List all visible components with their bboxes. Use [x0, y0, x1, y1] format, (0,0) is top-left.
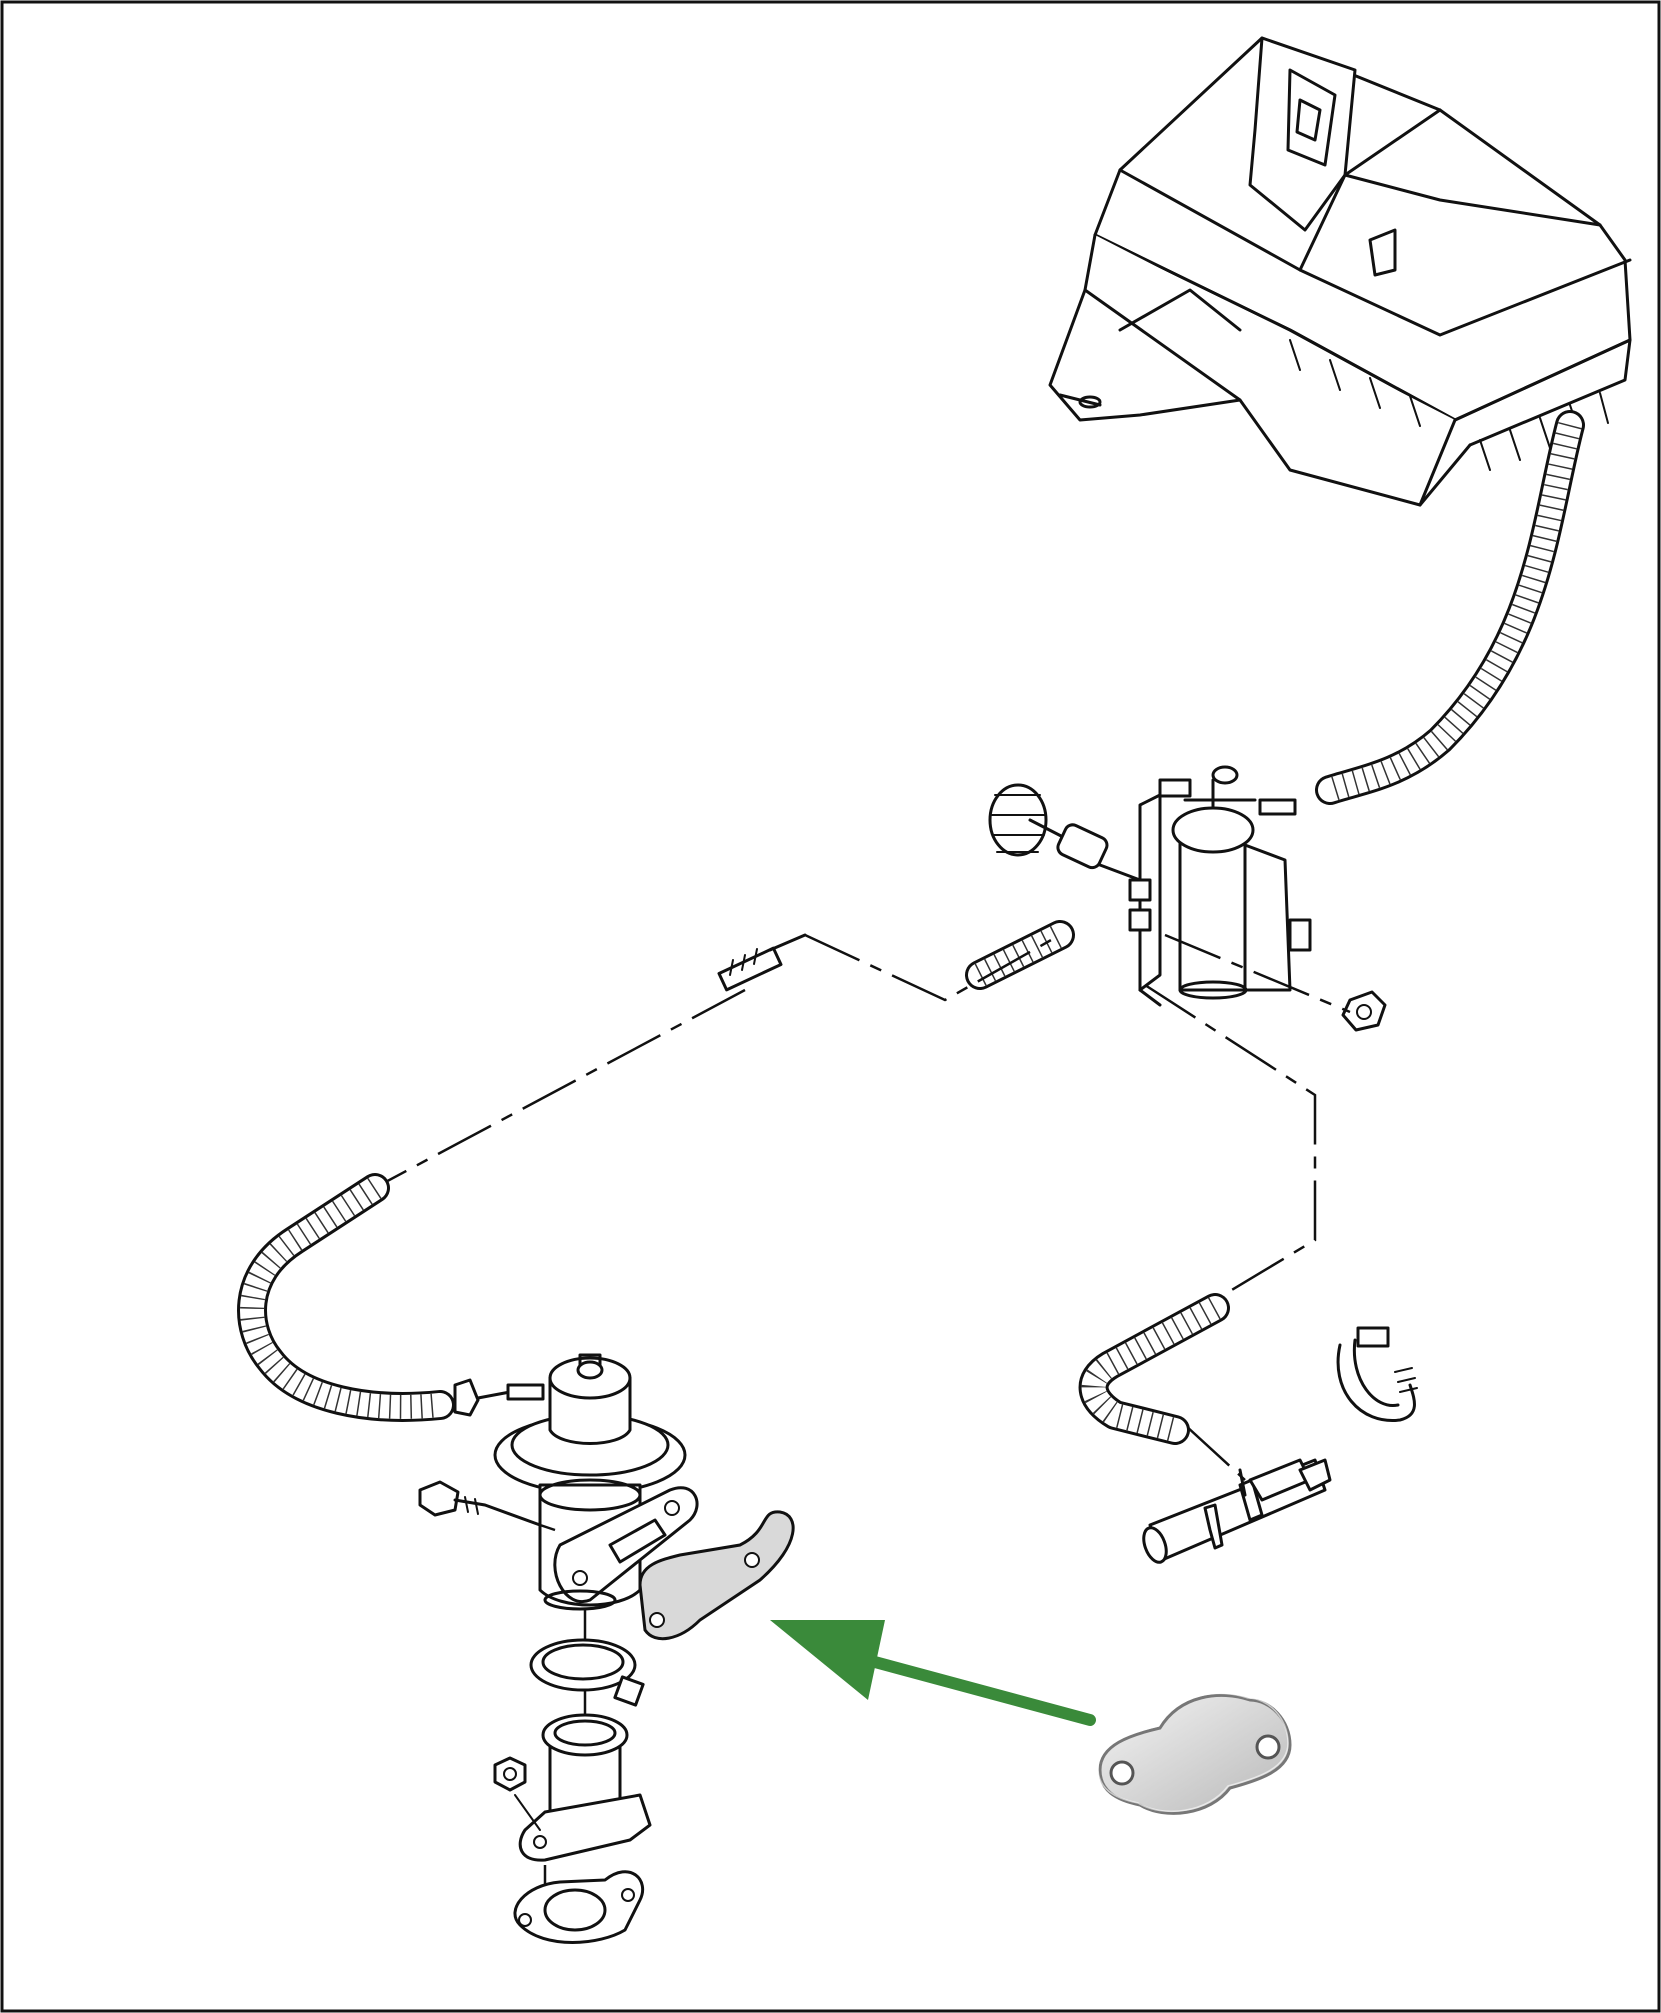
solenoid-nut [1341, 990, 1387, 1032]
pointer-arrow [770, 1620, 1096, 1726]
vacuum-hose-egr [237, 1173, 455, 1422]
egr-valve [418, 1353, 699, 1611]
hose-clamp-right [1336, 1326, 1418, 1422]
vacuum-filter [988, 783, 1142, 882]
pipe-tee-fitting [1142, 1458, 1332, 1564]
vacuum-hose-upper [1315, 410, 1585, 805]
egr-pipe [493, 1610, 652, 1944]
egr-blanking-gasket [638, 1510, 795, 1641]
egr-vacuum-solenoid [1128, 765, 1312, 1007]
air-cleaner-housing [1048, 36, 1632, 507]
blanking-plate [1097, 1692, 1292, 1815]
vacuum-hose-lower [1078, 1293, 1230, 1445]
leader-lines [379, 933, 1351, 1481]
stud-bolt [717, 933, 807, 992]
